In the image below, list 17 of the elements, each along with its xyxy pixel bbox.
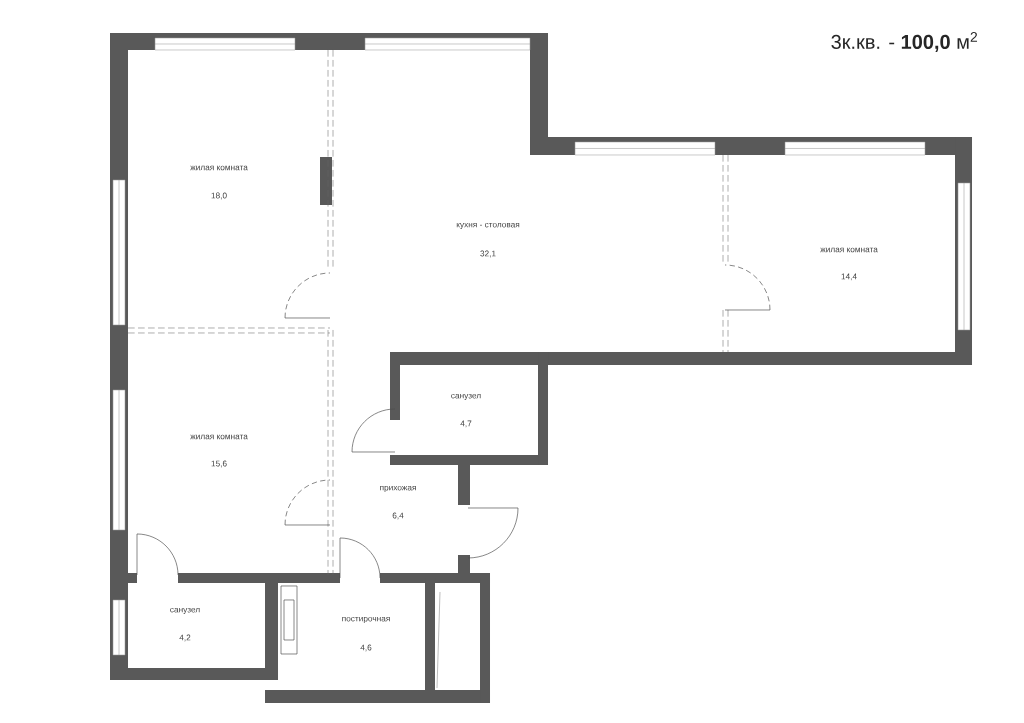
room-area: 4,6 (360, 644, 372, 652)
room-name: жилая комната (820, 247, 878, 253)
room-name: санузел (451, 393, 481, 401)
room-area: 14,4 (841, 273, 857, 281)
room-name: жилая комната (190, 165, 248, 171)
room-name: санузел (170, 607, 200, 615)
room-name: постирочная (342, 616, 390, 624)
room-name: прихожая (380, 485, 416, 493)
title: 3к.кв. - 100,0 м$^{2}$ (831, 32, 977, 52)
room-area: 32,1 (480, 250, 496, 258)
room-area: 15,6 (211, 460, 227, 468)
room-name: жилая комната (190, 434, 248, 440)
room-area: 18,0 (211, 192, 227, 200)
room-area: 4,2 (179, 634, 191, 642)
room-area: 4,7 (460, 420, 472, 428)
room-area: 6,4 (392, 512, 404, 520)
room-name: кухня - столовая (456, 222, 520, 230)
